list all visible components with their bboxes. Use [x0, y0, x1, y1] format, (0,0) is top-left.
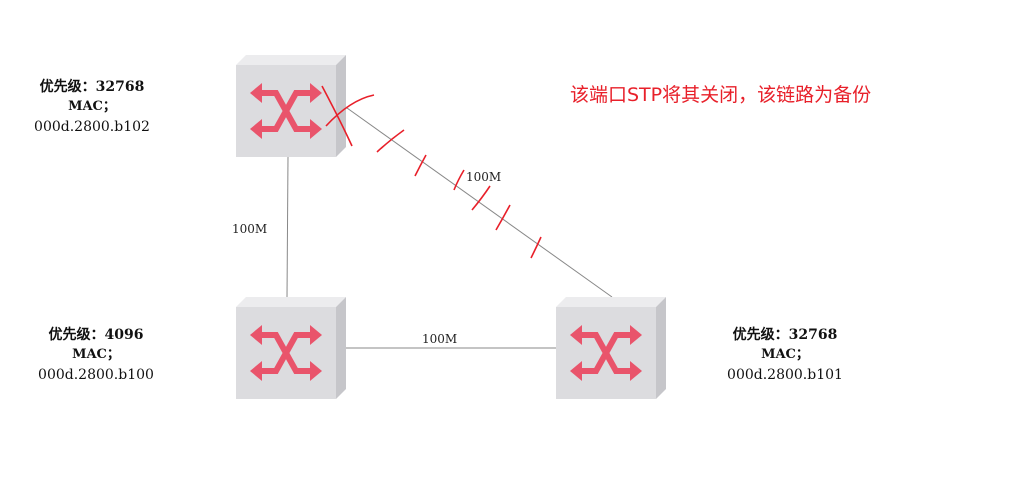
switch-top-info: 优先级：32768 MAC； 000d.2800.b102 [2, 77, 182, 137]
switch-mac-label: MAC； [761, 347, 809, 362]
switch-top [236, 55, 346, 157]
switch-bottom-right [556, 297, 666, 399]
blocked-port-marker [321, 85, 375, 147]
link-top-right [339, 102, 613, 298]
switch-bottom-left-info: 优先级：4096 MAC； 000d.2800.b100 [6, 325, 186, 385]
switch-mac-address: 000d.2800.b100 [38, 367, 154, 383]
link-label-top-left: 100M [232, 222, 268, 236]
backup-link-marks [376, 129, 542, 259]
switch-mac-address: 000d.2800.b102 [34, 119, 150, 135]
stp-annotation: 该端口STP将其关闭，该链路为备份 [570, 84, 872, 106]
switch-priority: 优先级：32768 [732, 327, 838, 343]
link-label-left-right: 100M [422, 332, 458, 346]
link-top-left [286, 155, 289, 299]
switch-mac-label: MAC； [72, 347, 120, 362]
link-label-top-right: 100M [466, 170, 502, 184]
switch-mac-address: 000d.2800.b101 [727, 367, 843, 383]
switch-priority: 优先级：32768 [39, 79, 145, 95]
switch-bottom-right-info: 优先级：32768 MAC； 000d.2800.b101 [695, 325, 875, 385]
switch-priority: 优先级：4096 [48, 327, 144, 343]
switch-bottom-left [236, 297, 346, 399]
switch-mac-label: MAC； [68, 99, 116, 114]
